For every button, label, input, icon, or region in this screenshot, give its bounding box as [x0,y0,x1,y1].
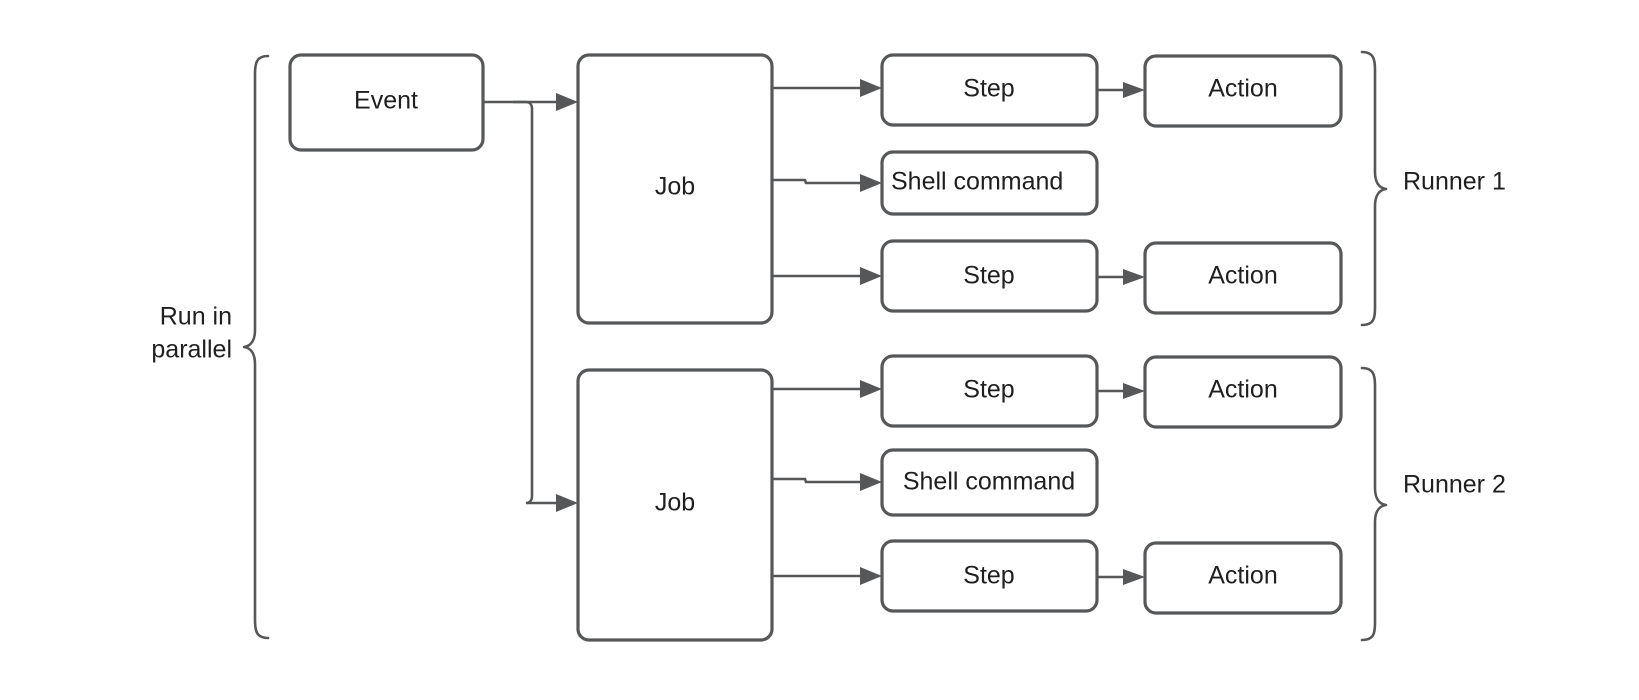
node-runner2-action1[interactable]: Action [1143,355,1343,429]
edge-job-top-to-step2-arrowhead [860,267,882,285]
node-runner1-action2[interactable]: Action [1143,241,1343,315]
edge-event-to-job-bottom-line [513,100,558,505]
edge-runner2-step1-to-action1-arrowhead [1123,383,1145,399]
node-runner2-step1-label: Step [963,376,1014,404]
brace-runner1-path [1360,50,1388,327]
node-runner2-shell-command-label: Shell command [903,468,1075,496]
node-event[interactable]: Event [288,53,485,152]
node-event-label: Event [354,87,418,115]
brace-run-in-parallel-label-line2: parallel [151,336,232,364]
node-runner1-shell-command[interactable]: Shell command [880,150,1099,216]
node-job-bottom-box[interactable] [576,368,774,642]
edge-runner2-step1-to-action1 [1097,383,1145,399]
node-runner1-action2-label: Action [1208,262,1277,290]
edge-job-top-to-step1 [772,79,882,97]
edge-runner1-step2-to-action2 [1097,269,1145,285]
node-runner2-shell-command-box[interactable] [880,448,1099,517]
edge-runner1-step1-to-action1 [1097,82,1145,98]
node-job-top-label: Job [655,173,695,201]
edge-event-to-job-top-arrowhead [556,93,578,111]
node-job-top[interactable]: Job [576,53,774,325]
node-runner1-action2-box[interactable] [1143,241,1343,315]
node-runner2-step2-label: Step [963,562,1014,590]
node-runner2-action1-box[interactable] [1143,355,1343,429]
edge-runner2-step2-to-action2-arrowhead [1123,569,1145,585]
edge-job-bottom-to-step1-arrowhead [860,380,882,398]
node-runner2-action2-box[interactable] [1143,541,1343,615]
brace-run-in-parallel [242,54,270,640]
node-runner1-step1-label: Step [963,75,1014,103]
node-runner1-step2[interactable]: Step [880,239,1099,313]
edge-runner2-step2-to-action2 [1097,569,1145,585]
edge-runner1-step2-to-action2-arrowhead [1123,269,1145,285]
edge-job-top-to-shell-arrowhead [860,174,882,192]
node-runner2-action2-label: Action [1208,562,1277,590]
node-job-bottom[interactable]: Job [576,368,774,642]
brace-run-in-parallel-path [242,54,270,640]
node-runner1-step2-label: Step [963,262,1014,290]
node-runner1-shell-command-label: Shell command [891,168,1063,196]
edge-event-to-job-bottom-arrowhead [556,494,578,512]
brace-runner2-path [1360,366,1388,642]
edge-job-top-to-shell-line [772,178,862,185]
edge-runner1-step1-to-action1-arrowhead [1123,82,1145,98]
brace-runner1 [1360,50,1388,327]
edge-job-bottom-to-step2 [772,567,882,585]
edge-job-top-to-shell [772,174,882,192]
brace-run-in-parallel-label-line1: Run in [160,303,232,331]
node-runner2-step2[interactable]: Step [880,539,1099,613]
brace-runner2-label: Runner 2 [1403,471,1506,499]
edge-event-to-job-bottom [513,100,578,512]
edge-job-bottom-to-shell [772,473,882,491]
brace-runner1-label: Runner 1 [1403,168,1506,196]
node-runner2-shell-command[interactable]: Shell command [880,448,1099,517]
brace-runner2 [1360,366,1388,642]
node-runner1-action1-label: Action [1208,75,1277,103]
node-runner1-shell-command-box[interactable] [880,150,1099,216]
node-job-top-box[interactable] [576,53,774,325]
edge-job-top-to-step1-arrowhead [860,79,882,97]
node-runner1-step1[interactable]: Step [880,53,1099,127]
node-job-bottom-label: Job [655,489,695,517]
edge-job-bottom-to-shell-line [772,477,862,484]
edge-job-bottom-to-step1 [772,380,882,398]
edge-job-bottom-to-shell-arrowhead [860,473,882,491]
node-runner1-action1[interactable]: Action [1143,54,1343,128]
node-runner2-step1[interactable]: Step [880,354,1099,428]
node-runner1-action1-box[interactable] [1143,54,1343,128]
node-runner2-action2[interactable]: Action [1143,541,1343,615]
node-runner2-action1-label: Action [1208,376,1277,404]
edge-job-top-to-step2 [772,267,882,285]
edge-job-bottom-to-step2-arrowhead [860,567,882,585]
